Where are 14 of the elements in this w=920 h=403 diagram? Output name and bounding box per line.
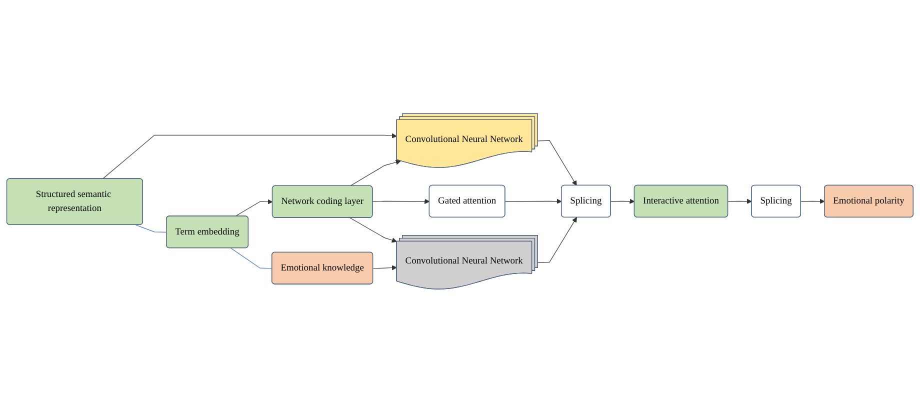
arrow (350, 160, 401, 186)
arrow (504, 198, 562, 204)
arrow (800, 198, 825, 204)
arrow (372, 198, 430, 204)
arrow (350, 218, 397, 243)
arrow (538, 140, 577, 186)
arrow (372, 265, 397, 270)
arrow (610, 198, 635, 204)
arrow (235, 199, 273, 217)
connector (135, 224, 167, 233)
arrow (102, 133, 397, 180)
arrow (728, 198, 752, 204)
arrow (538, 217, 577, 263)
connector (230, 248, 272, 269)
